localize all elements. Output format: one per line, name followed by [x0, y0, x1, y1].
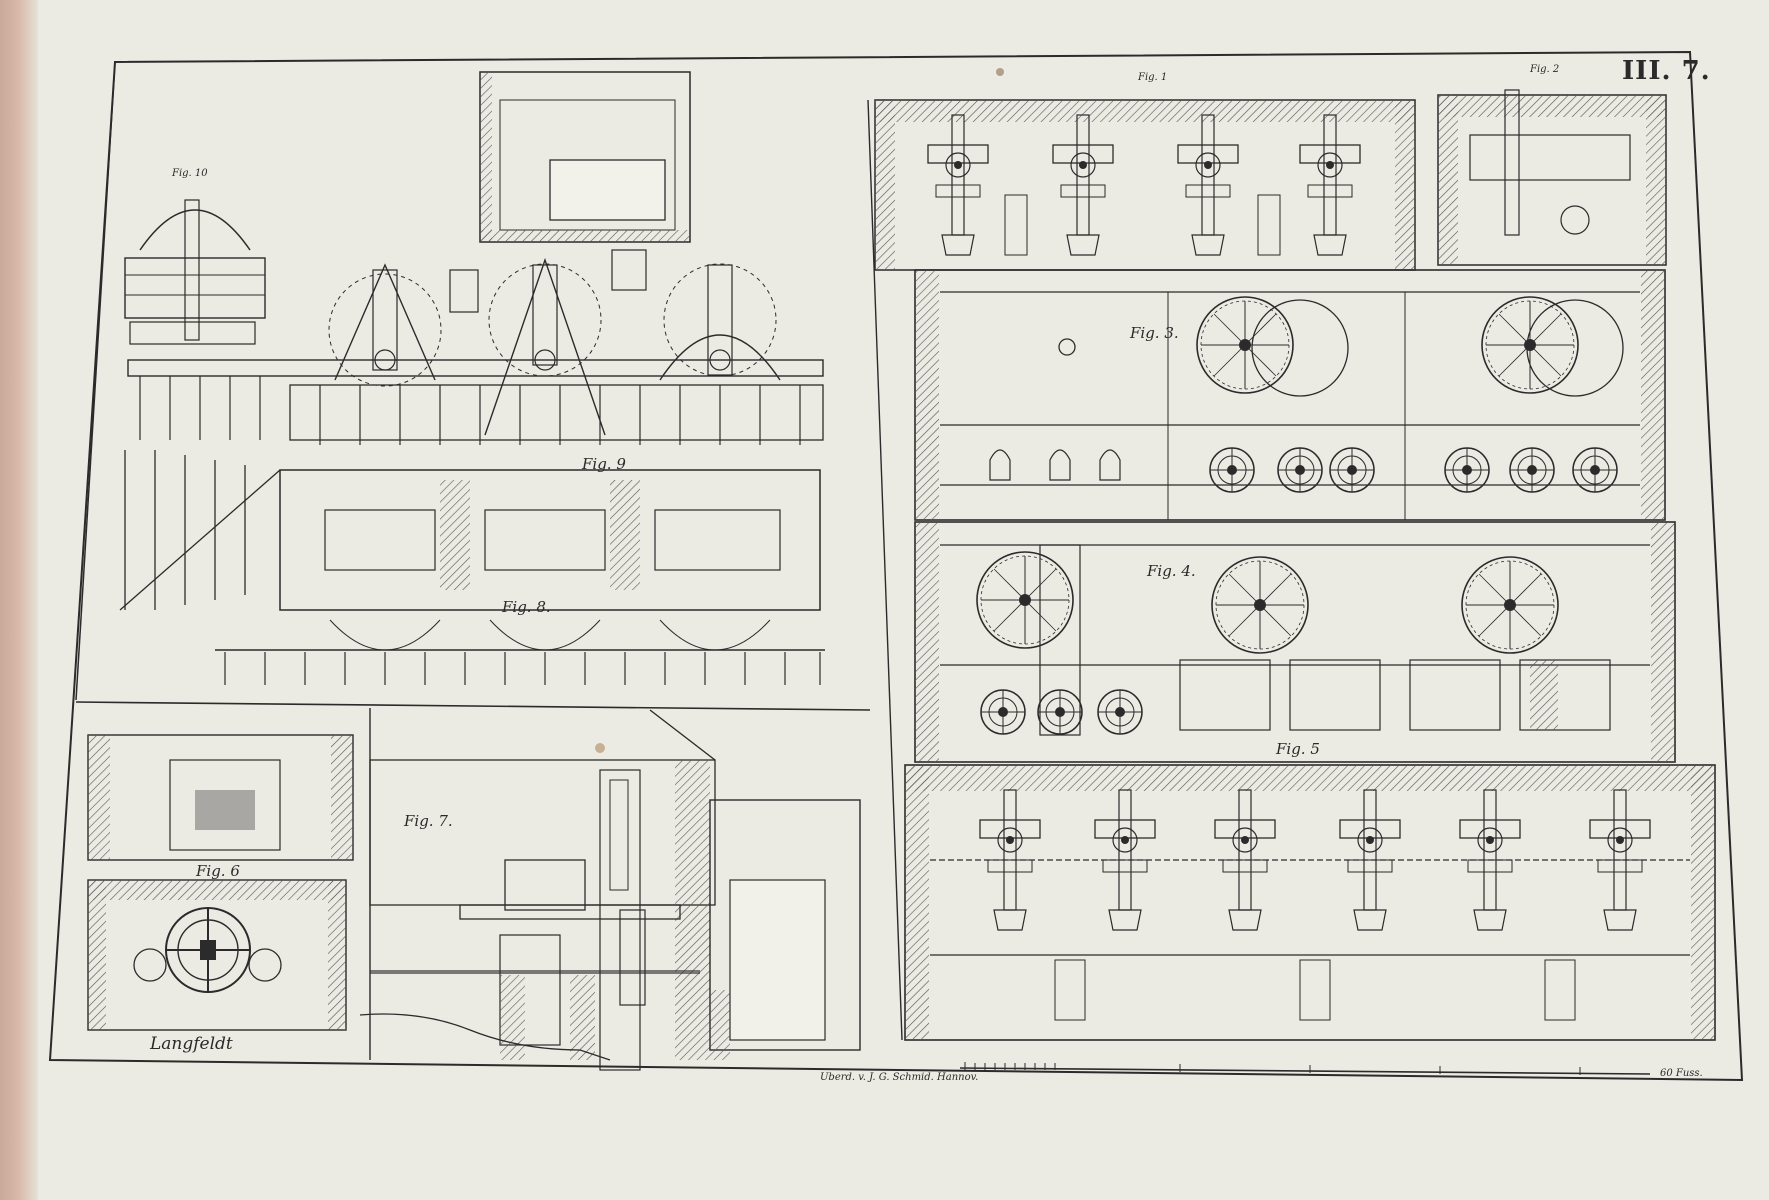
fig2-label: Fig. 2: [1530, 64, 1560, 75]
fig10-label: Fig. 10: [172, 168, 208, 179]
plate-sheet: [38, 0, 1769, 1200]
fig3-label: Fig. 3.: [1130, 324, 1179, 342]
fig9-label: Fig. 9: [582, 455, 626, 473]
fig6-label: Fig. 6: [196, 862, 240, 880]
fig8-label: Fig. 8.: [502, 598, 551, 616]
engraver-credit: Uberd. v. J. G. Schmid. Hannov.: [820, 1072, 979, 1083]
fig7-label: Fig. 7.: [404, 812, 453, 830]
draughtsman-signature: Langfeldt: [150, 1034, 233, 1054]
fig1-label: Fig. 1: [1138, 72, 1168, 83]
plate-number: III. 7.: [1622, 56, 1711, 86]
fig4-label: Fig. 4.: [1147, 562, 1196, 580]
fig5-label: Fig. 5: [1276, 740, 1320, 758]
scale-label: 60 Fuss.: [1660, 1068, 1703, 1079]
